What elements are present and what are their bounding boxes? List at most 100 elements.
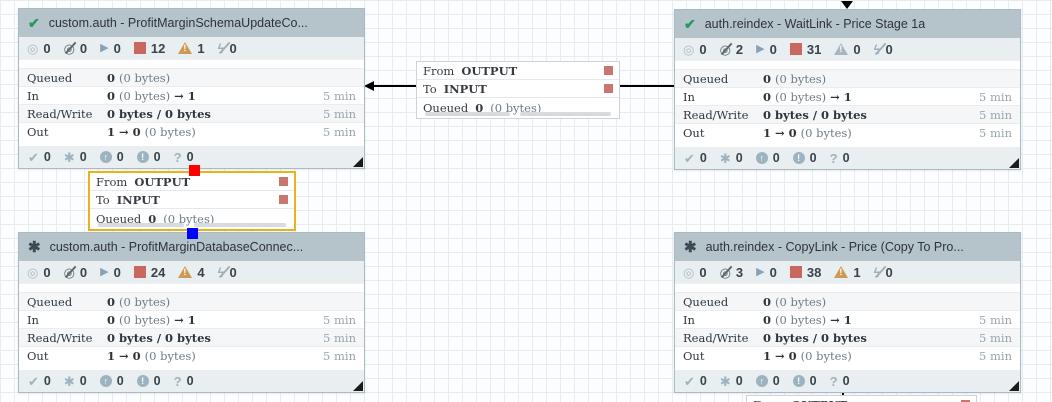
connection-line[interactable] — [620, 85, 674, 87]
up-to-date-icon: ✔ — [28, 373, 39, 389]
transmitting-icon: ◎ — [27, 264, 39, 280]
stale-icon: ↑ — [755, 375, 768, 387]
stale-icon: ↑ — [755, 152, 768, 164]
locally-modified-stale-icon: ! — [136, 375, 149, 387]
sync-failure-icon: ? — [829, 150, 838, 166]
process-group-waitlink-price-stage-1a[interactable]: ✔ auth.reindex - WaitLink - Price Stage … — [674, 9, 1021, 170]
version-state-footer: ✔0 ✱0 ↑0 !0 ?0 — [19, 370, 364, 392]
process-group-title: auth.reindex - CopyLink - Price (Copy To… — [705, 240, 964, 254]
process-group-profitmargin-schema-update[interactable]: ✔ custom.auth - ProfitMarginSchemaUpdate… — [18, 8, 365, 169]
locally-modified-icon: ✱ — [719, 373, 731, 389]
port-status-icon — [604, 66, 613, 75]
process-group-header[interactable]: ✔ auth.reindex - WaitLink - Price Stage … — [675, 10, 1020, 38]
stats-row-queued: Queued 0(0 bytes) — [19, 292, 364, 310]
stats-row-out: Out 1 → 0(0 bytes) 5 min — [675, 123, 1020, 141]
stale-icon: ↑ — [99, 151, 112, 163]
queue-fill-bar — [425, 112, 510, 116]
connection-source-endpoint[interactable] — [189, 165, 200, 176]
stale-icon: ↑ — [99, 375, 112, 387]
port-status-icon — [279, 195, 288, 204]
stopped-icon — [133, 42, 146, 54]
stats-row-readwrite: Read/Write 0 bytes / 0 bytes 5 min — [19, 104, 364, 122]
version-up-to-date-icon: ✔ — [28, 15, 40, 31]
locally-modified-stale-icon: ! — [792, 375, 805, 387]
invalid-icon — [834, 43, 849, 55]
invalid-icon — [178, 42, 193, 54]
disabled-icon: ϟ — [217, 264, 225, 280]
locally-modified-stale-icon: ! — [136, 151, 149, 163]
locally-modified-icon: ✱ — [63, 149, 75, 165]
running-icon: ▶ — [756, 42, 765, 55]
version-locally-modified-icon: ✱ — [684, 238, 697, 256]
stats-row-queued: Queued 0(0 bytes) — [19, 68, 364, 86]
status-banner: ◎0 ◎3 ▶0 38 1 ϟ0 — [675, 261, 1020, 284]
transmitting-icon: ◎ — [27, 40, 39, 56]
stats-row-out: Out 1 → 0(0 bytes) 5 min — [675, 346, 1020, 364]
stats-row-queued: Queued 0(0 bytes) — [675, 69, 1020, 87]
transmitting-icon: ◎ — [683, 41, 695, 57]
version-state-footer: ✔0 ✱0 ↑0 !0 ?0 — [19, 146, 364, 168]
not-transmitting-icon: ◎ — [719, 264, 731, 280]
stats-row-readwrite: Read/Write 0 bytes / 0 bytes 5 min — [675, 105, 1020, 123]
not-transmitting-icon: ◎ — [63, 40, 75, 56]
invalid-icon — [834, 266, 849, 278]
stats-row-in: In 0(0 bytes)→ 1 5 min — [675, 87, 1020, 105]
running-icon: ▶ — [100, 41, 109, 54]
connection-arrowhead-icon — [841, 1, 853, 9]
stats-row-readwrite: Read/Write 0 bytes / 0 bytes 5 min — [675, 328, 1020, 346]
resize-handle[interactable] — [1009, 158, 1019, 168]
not-transmitting-icon: ◎ — [719, 41, 731, 57]
stats-row-readwrite: Read/Write 0 bytes / 0 bytes 5 min — [19, 328, 364, 346]
status-banner: ◎0 ◎0 ▶0 12 1 ϟ0 — [19, 37, 364, 60]
port-status-icon — [961, 400, 970, 402]
stopped-icon — [789, 43, 802, 55]
locally-modified-icon: ✱ — [719, 150, 731, 166]
up-to-date-icon: ✔ — [684, 150, 695, 166]
process-group-profitmargin-database-connect[interactable]: ✱ custom.auth - ProfitMarginDatabaseConn… — [18, 232, 365, 393]
connection-destination-endpoint[interactable] — [187, 228, 198, 239]
process-group-copylink-price-copy[interactable]: ✱ auth.reindex - CopyLink - Price (Copy … — [674, 232, 1021, 393]
not-transmitting-icon: ◎ — [63, 264, 75, 280]
process-group-header[interactable]: ✔ custom.auth - ProfitMarginSchemaUpdate… — [19, 9, 364, 37]
resize-handle[interactable] — [353, 381, 363, 391]
queue-fill-bar — [194, 223, 286, 227]
process-group-title: auth.reindex - WaitLink - Price Stage 1a — [704, 17, 926, 31]
running-icon: ▶ — [100, 265, 109, 278]
locally-modified-icon: ✱ — [63, 373, 75, 389]
transmitting-icon: ◎ — [683, 264, 695, 280]
locally-modified-stale-icon: ! — [792, 152, 805, 164]
process-group-header[interactable]: ✱ auth.reindex - CopyLink - Price (Copy … — [675, 233, 1020, 261]
resize-handle[interactable] — [353, 157, 363, 167]
sync-failure-icon: ? — [173, 373, 182, 389]
queue-fill-bar — [98, 223, 184, 227]
stats-row-in: In 0(0 bytes)→ 1 5 min — [675, 310, 1020, 328]
resize-handle[interactable] — [1009, 381, 1019, 391]
stats-row-in: In 0(0 bytes)→ 1 5 min — [19, 86, 364, 104]
port-status-icon — [604, 84, 613, 93]
up-to-date-icon: ✔ — [28, 149, 39, 165]
connection-line[interactable] — [373, 85, 416, 87]
stats-row-out: Out 1 → 0(0 bytes) 5 min — [19, 122, 364, 140]
connection-arrowhead-icon — [364, 81, 374, 91]
disabled-icon: ϟ — [217, 40, 225, 56]
process-group-title: custom.auth - ProfitMarginDatabaseConnec… — [49, 240, 304, 254]
running-icon: ▶ — [756, 265, 765, 278]
version-up-to-date-icon: ✔ — [684, 16, 696, 32]
stopped-icon — [133, 266, 146, 278]
stats-row-queued: Queued 0(0 bytes) — [675, 292, 1020, 310]
status-banner: ◎0 ◎0 ▶0 24 4 ϟ0 — [19, 261, 364, 284]
stats-row-in: In 0(0 bytes)→ 1 5 min — [19, 310, 364, 328]
status-banner: ◎0 ◎2 ▶0 31 0 ϟ0 — [675, 38, 1020, 61]
version-locally-modified-icon: ✱ — [28, 238, 41, 256]
queue-fill-bar — [520, 112, 611, 116]
